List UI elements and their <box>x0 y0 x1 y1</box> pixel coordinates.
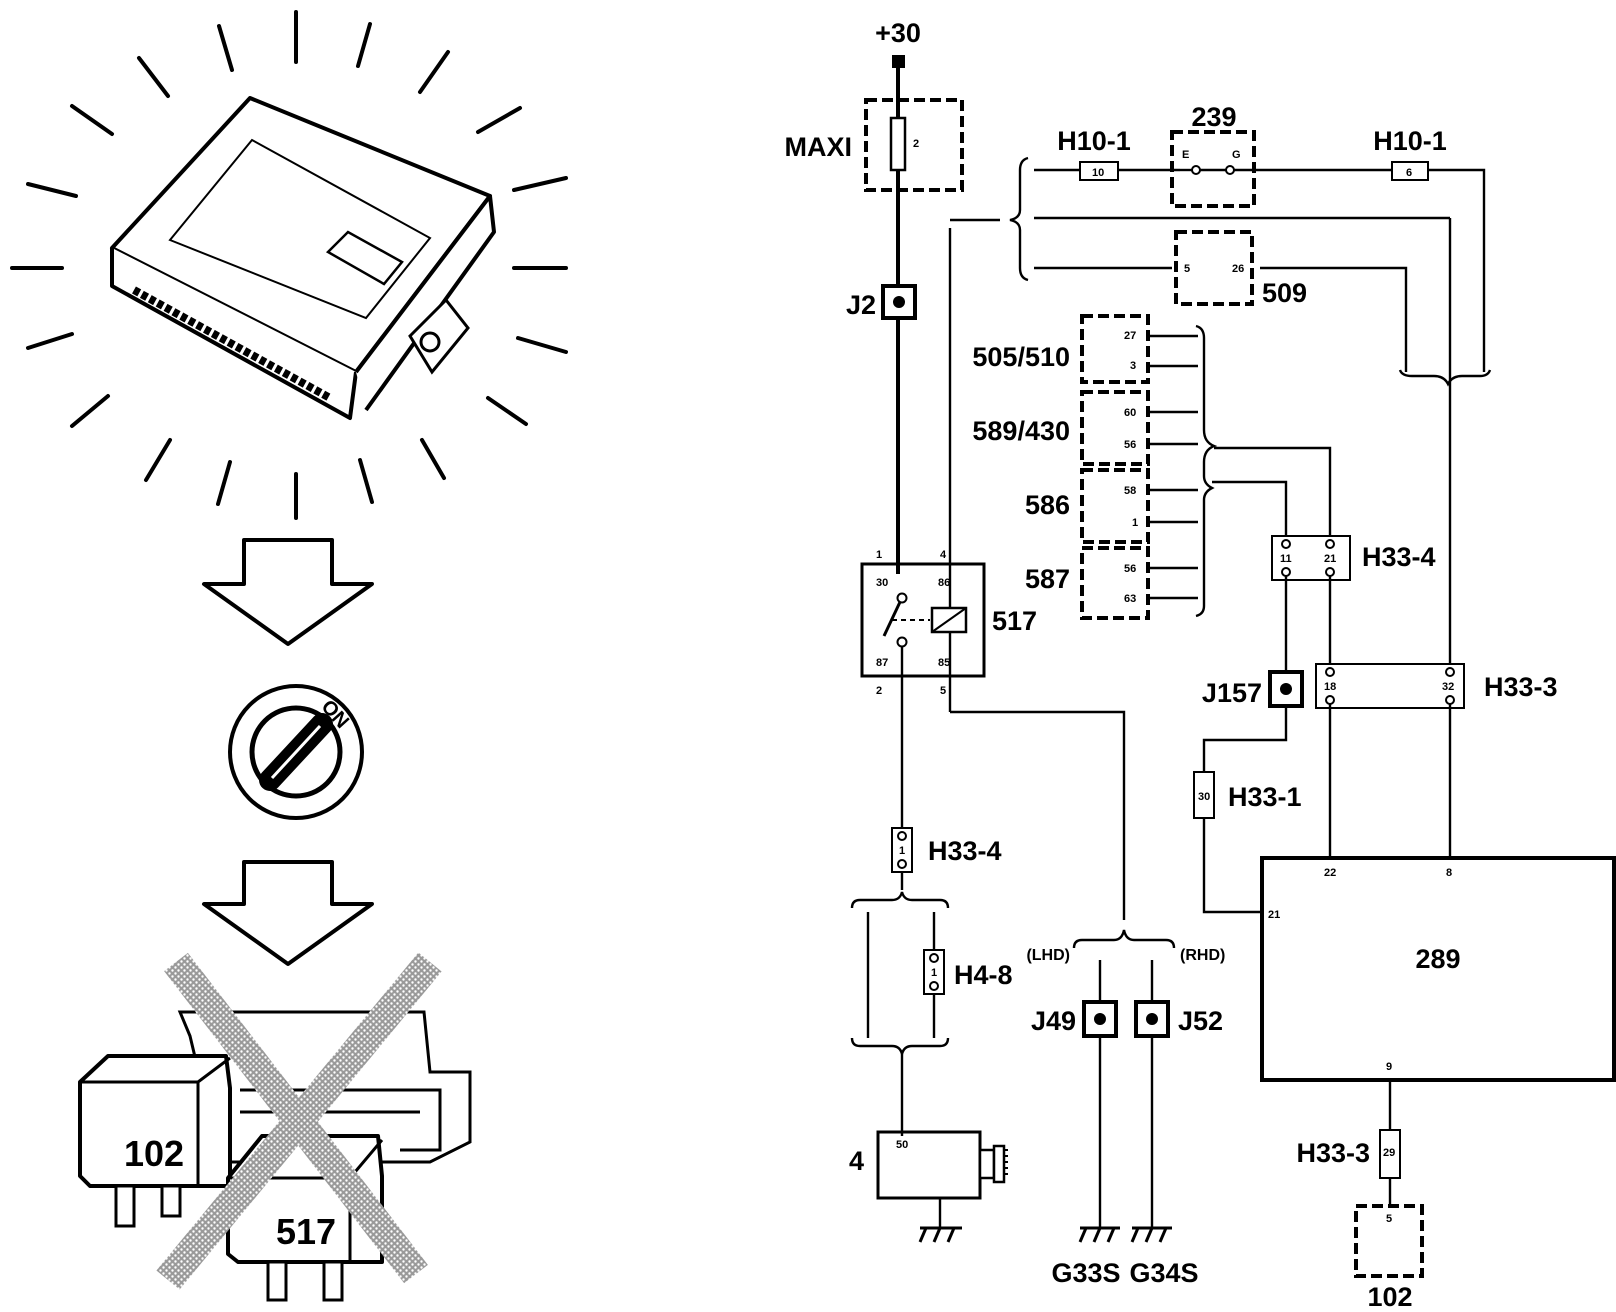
ecu-505-510-pin-27: 27 <box>1124 330 1136 342</box>
connector-h33-3-mid <box>1315 663 1465 709</box>
fuse-box <box>864 98 964 192</box>
module-289-pin-9: 9 <box>1386 1061 1392 1073</box>
connector-h33-4-low-label: H33-4 <box>928 836 1002 866</box>
ecu-589-430: 589/430 60 56 <box>972 390 1198 466</box>
ecu-587-pin-63: 63 <box>1124 593 1136 605</box>
ignition-switch-icon: ON <box>228 684 364 820</box>
supply-terminal <box>892 55 905 68</box>
switch-239-label: 239 <box>1191 102 1236 132</box>
relay-102-label: 102 <box>124 1133 184 1174</box>
unit-102-pin: 5 <box>1386 1213 1392 1225</box>
ecu-505-510-pin-3: 3 <box>1130 360 1136 372</box>
junction-j49-label: J49 <box>1031 1006 1076 1036</box>
ecu-587: 587 56 63 <box>1025 546 1198 620</box>
relay-pin-87: 87 <box>876 657 888 669</box>
relay-517-box <box>860 562 986 678</box>
ecu-587-pin-56: 56 <box>1124 563 1136 575</box>
ecu-505-510-label: 505/510 <box>972 342 1070 372</box>
ecu-586-pin-1: 1 <box>1132 517 1138 529</box>
module-289-pin-8: 8 <box>1446 867 1452 879</box>
ground-icon <box>918 1226 962 1243</box>
unit-509-label: 509 <box>1262 278 1307 308</box>
flash-rays <box>10 10 568 520</box>
connector-h33-3-pin-32: 32 <box>1442 681 1454 693</box>
connector-h33-3-low-pin: 29 <box>1383 1147 1395 1159</box>
unit-509-pin-26: 26 <box>1232 263 1244 275</box>
ecu-589-430-pin-56: 56 <box>1124 439 1136 451</box>
switch-239-pin-g: G <box>1232 149 1241 161</box>
ground-g33s-label: G33S <box>1051 1258 1120 1288</box>
relay-pin-30: 30 <box>876 577 888 589</box>
fuse-label: MAXI <box>785 132 853 162</box>
module-289-box <box>1260 856 1616 1082</box>
relay-pin-1: 1 <box>876 549 882 561</box>
cross-out-icon <box>156 952 442 1290</box>
unit-102-label: 102 <box>1367 1282 1412 1312</box>
ecu-587-label: 587 <box>1025 564 1070 594</box>
connector-h10-1-right-pin: 6 <box>1406 167 1412 179</box>
connector-h33-4-top-label: H33-4 <box>1362 542 1436 572</box>
starter-box <box>876 1130 982 1200</box>
ground-icon <box>1130 1226 1172 1243</box>
connector-h33-4-pin-11: 11 <box>1280 553 1292 565</box>
ecu-589-430-label: 589/430 <box>972 416 1070 446</box>
relay-pin-4: 4 <box>940 549 947 561</box>
junction-j2-label: J2 <box>846 290 876 320</box>
connector-h10-1-left-label: H10-1 <box>1057 126 1131 156</box>
starter-pin: 50 <box>896 1139 908 1151</box>
ecu-589-430-pin-60: 60 <box>1124 407 1136 419</box>
relay-pin-86: 86 <box>938 577 950 589</box>
module-289-label: 289 <box>1415 944 1460 974</box>
connector-h33-3-pin-18: 18 <box>1324 681 1336 693</box>
connector-h33-1-label: H33-1 <box>1228 782 1302 812</box>
relay-517-label: 517 <box>276 1211 336 1252</box>
control-unit-drawing <box>110 96 496 420</box>
unit-509-pin-5: 5 <box>1184 263 1190 275</box>
unit-509-box <box>1174 230 1254 306</box>
relay-102-icon: 102 <box>78 1054 232 1228</box>
relay-517-label-diagram: 517 <box>992 606 1037 636</box>
starter-label: 4 <box>849 1146 864 1176</box>
starter-motor-icon <box>978 1148 996 1180</box>
fuse-element <box>889 116 907 172</box>
ground-icon <box>1078 1226 1120 1243</box>
relay-pin-5: 5 <box>940 685 946 697</box>
ecu-505-510: 505/510 27 3 <box>972 314 1198 384</box>
ecu-586-pin-58: 58 <box>1124 485 1136 497</box>
schematic: +30 MAXI 2 J2 517 1 4 2 5 30 86 87 85 <box>785 18 1616 1312</box>
connector-h33-1-pin: 30 <box>1198 791 1210 803</box>
unit-102-box <box>1354 1204 1424 1278</box>
junction-j157-label: J157 <box>1202 678 1262 708</box>
ecu-flash-illustration: ON 102 517 <box>10 10 568 1302</box>
connector-h33-3-low-label: H33-3 <box>1296 1138 1370 1168</box>
relay-pin-2: 2 <box>876 685 882 697</box>
relay-pin-85: 85 <box>938 657 950 669</box>
module-289-pin-22: 22 <box>1324 867 1336 879</box>
connector-h4-8-pin: 1 <box>931 967 937 979</box>
fuse-pin: 2 <box>913 138 919 150</box>
connector-h33-4-low-pin: 1 <box>899 845 905 857</box>
connector-h4-8-label: H4-8 <box>954 960 1013 990</box>
connector-h10-1-right-label: H10-1 <box>1373 126 1447 156</box>
down-arrow-2 <box>202 860 374 966</box>
junction-j52-label: J52 <box>1178 1006 1223 1036</box>
variant-rhd-label: (RHD) <box>1180 947 1225 964</box>
ground-g34s-label: G34S <box>1129 1258 1198 1288</box>
connector-h10-1-left-pin: 10 <box>1092 167 1104 179</box>
ecu-586: 586 58 1 <box>1025 468 1198 544</box>
connector-h33-4-pin-21: 21 <box>1324 553 1336 565</box>
switch-239-pin-e: E <box>1182 149 1189 161</box>
ecu-586-label: 586 <box>1025 490 1070 520</box>
relays-drawing: 102 517 <box>78 952 472 1302</box>
connector-h33-3-mid-label: H33-3 <box>1484 672 1558 702</box>
down-arrow-1 <box>202 538 374 646</box>
variant-lhd-label: (LHD) <box>1026 947 1070 964</box>
module-289-pin-21: 21 <box>1268 909 1280 921</box>
supply-label: +30 <box>875 18 921 48</box>
